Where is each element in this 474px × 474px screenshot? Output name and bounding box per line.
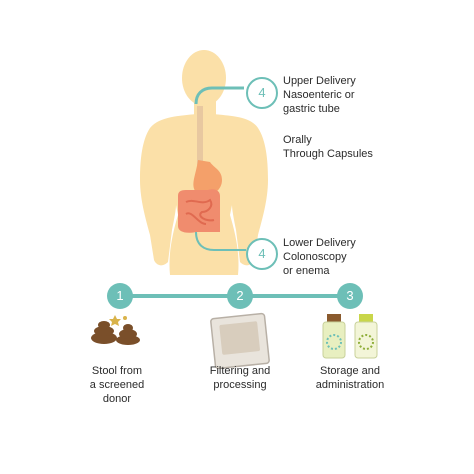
step-1-label: Stool from a screened donor [62,364,172,406]
step-3-label: Storage and administration [295,364,405,392]
step-2-label: Filtering and processing [185,364,295,392]
upper-delivery-label: Upper Delivery Nasoenteric or gastric tu… [283,74,356,116]
lower-delivery-method: Colonoscopy [283,251,347,263]
step-1-line-3: donor [102,393,132,405]
step-2-line-1: Filtering and [209,365,271,377]
large-intestine [178,189,220,233]
lower-delivery-enema: or enema [283,265,330,277]
oral-delivery-label: Orally Through Capsules [283,133,373,161]
lower-tube [195,231,246,251]
stomach [193,160,222,196]
lower-delivery-title: Lower Delivery [283,237,356,249]
lower-delivery-label: Lower Delivery Colonoscopy or enema [283,236,356,278]
step-3-line-2: administration [315,379,385,391]
step-3-line-1: Storage and [320,365,380,377]
oral-delivery-title: Orally [283,134,312,146]
oral-delivery-method: Through Capsules [283,148,373,160]
bottle-icons [322,314,378,359]
small-intestine [185,198,215,225]
upper-delivery-method: Nasoenteric or [283,89,355,101]
stool-icon [91,315,140,345]
step-1-line-2: a screened [89,379,145,391]
step-1-line-1: Stool from [91,365,143,377]
lower-delivery-number-badge: 4 [246,238,278,270]
esophagus [194,86,244,105]
step-2-line-2: processing [213,379,267,391]
step-3-number: 3 [337,283,363,309]
digestive-tract [178,86,246,251]
upper-delivery-tube: gastric tube [283,103,340,115]
step-1-number: 1 [107,283,133,309]
filter-bag-icon [210,312,270,370]
step-2-number: 2 [227,283,253,309]
upper-delivery-number-badge: 4 [246,77,278,109]
upper-delivery-title: Upper Delivery [283,75,356,87]
